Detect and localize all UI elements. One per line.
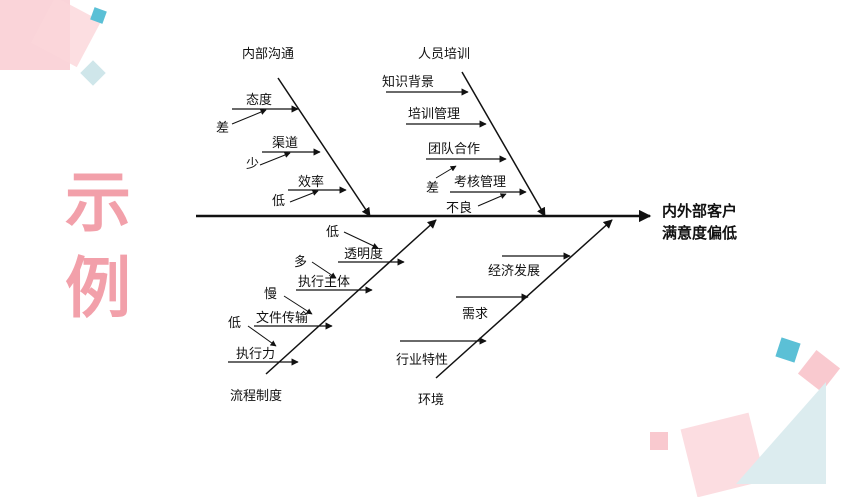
qualifier-many: 多 (294, 254, 307, 270)
qualifier-low-execution: 低 (228, 316, 241, 331)
sub-arrow-attitude (231, 109, 267, 125)
cause-teamwork: 团队合作 (428, 142, 480, 157)
cause-training-management: 培训管理 (408, 106, 460, 122)
effect-label-line-1: 内外部客户 (662, 202, 737, 220)
qualifier-low-transparency: 低 (326, 225, 339, 240)
sub-arrow-execution (247, 325, 277, 347)
branch-staff-training (461, 71, 546, 217)
cause-executor: 执行主体 (298, 275, 350, 290)
decor-teal-triangle (736, 382, 826, 484)
cause-transparency: 透明度 (344, 246, 383, 262)
branch-environment (435, 219, 613, 379)
cause-knowledge-background: 知识背景 (382, 74, 434, 90)
category-staff-training: 人员培训 (418, 46, 470, 62)
fishbone-diagram: 内外部客户 满意度偏低 内部沟通 态度 渠道 效率 差 少 低 人员培训 知识背… (196, 46, 737, 408)
sub-arrow-bad (477, 193, 507, 207)
cause-attitude: 态度 (246, 92, 272, 108)
slide-title-char-2: 例 (65, 250, 131, 327)
category-process-system: 流程制度 (230, 388, 282, 404)
cause-file-transfer: 文件传输 (256, 310, 308, 326)
cause-demand: 需求 (462, 307, 488, 322)
sub-arrow-executor (311, 261, 337, 279)
branch-internal-communication (277, 77, 371, 217)
sub-arrow-efficiency (289, 190, 319, 203)
cause-assessment-management: 考核管理 (454, 175, 506, 190)
qualifier-few: 少 (246, 157, 259, 172)
category-environment: 环境 (418, 393, 444, 408)
category-internal-communication: 内部沟通 (242, 46, 294, 62)
cause-execution: 执行力 (236, 347, 275, 362)
cause-efficiency: 效率 (298, 174, 324, 190)
sub-arrow-transparency (343, 231, 379, 249)
sub-arrow-channel (259, 152, 291, 166)
cause-bad: 不良 (446, 200, 472, 216)
qualifier-slow: 慢 (264, 286, 277, 302)
qualifier-low: 低 (272, 194, 285, 209)
effect-label-line-2: 满意度偏低 (662, 224, 737, 242)
branch-process-system (265, 219, 437, 375)
qualifier-poor-training: 差 (426, 181, 439, 196)
cause-channel: 渠道 (272, 136, 298, 151)
sub-arrow-assessment (435, 165, 457, 179)
qualifier-poor: 差 (216, 121, 229, 136)
sub-arrow-file (283, 295, 313, 315)
cause-industry-characteristics: 行业特性 (396, 353, 448, 368)
slide-title-char-1: 示 (65, 164, 131, 241)
decor-light-pink-square-small (650, 432, 668, 450)
cause-economic-development: 经济发展 (488, 263, 540, 279)
slide-title: 示 例 (58, 160, 138, 332)
